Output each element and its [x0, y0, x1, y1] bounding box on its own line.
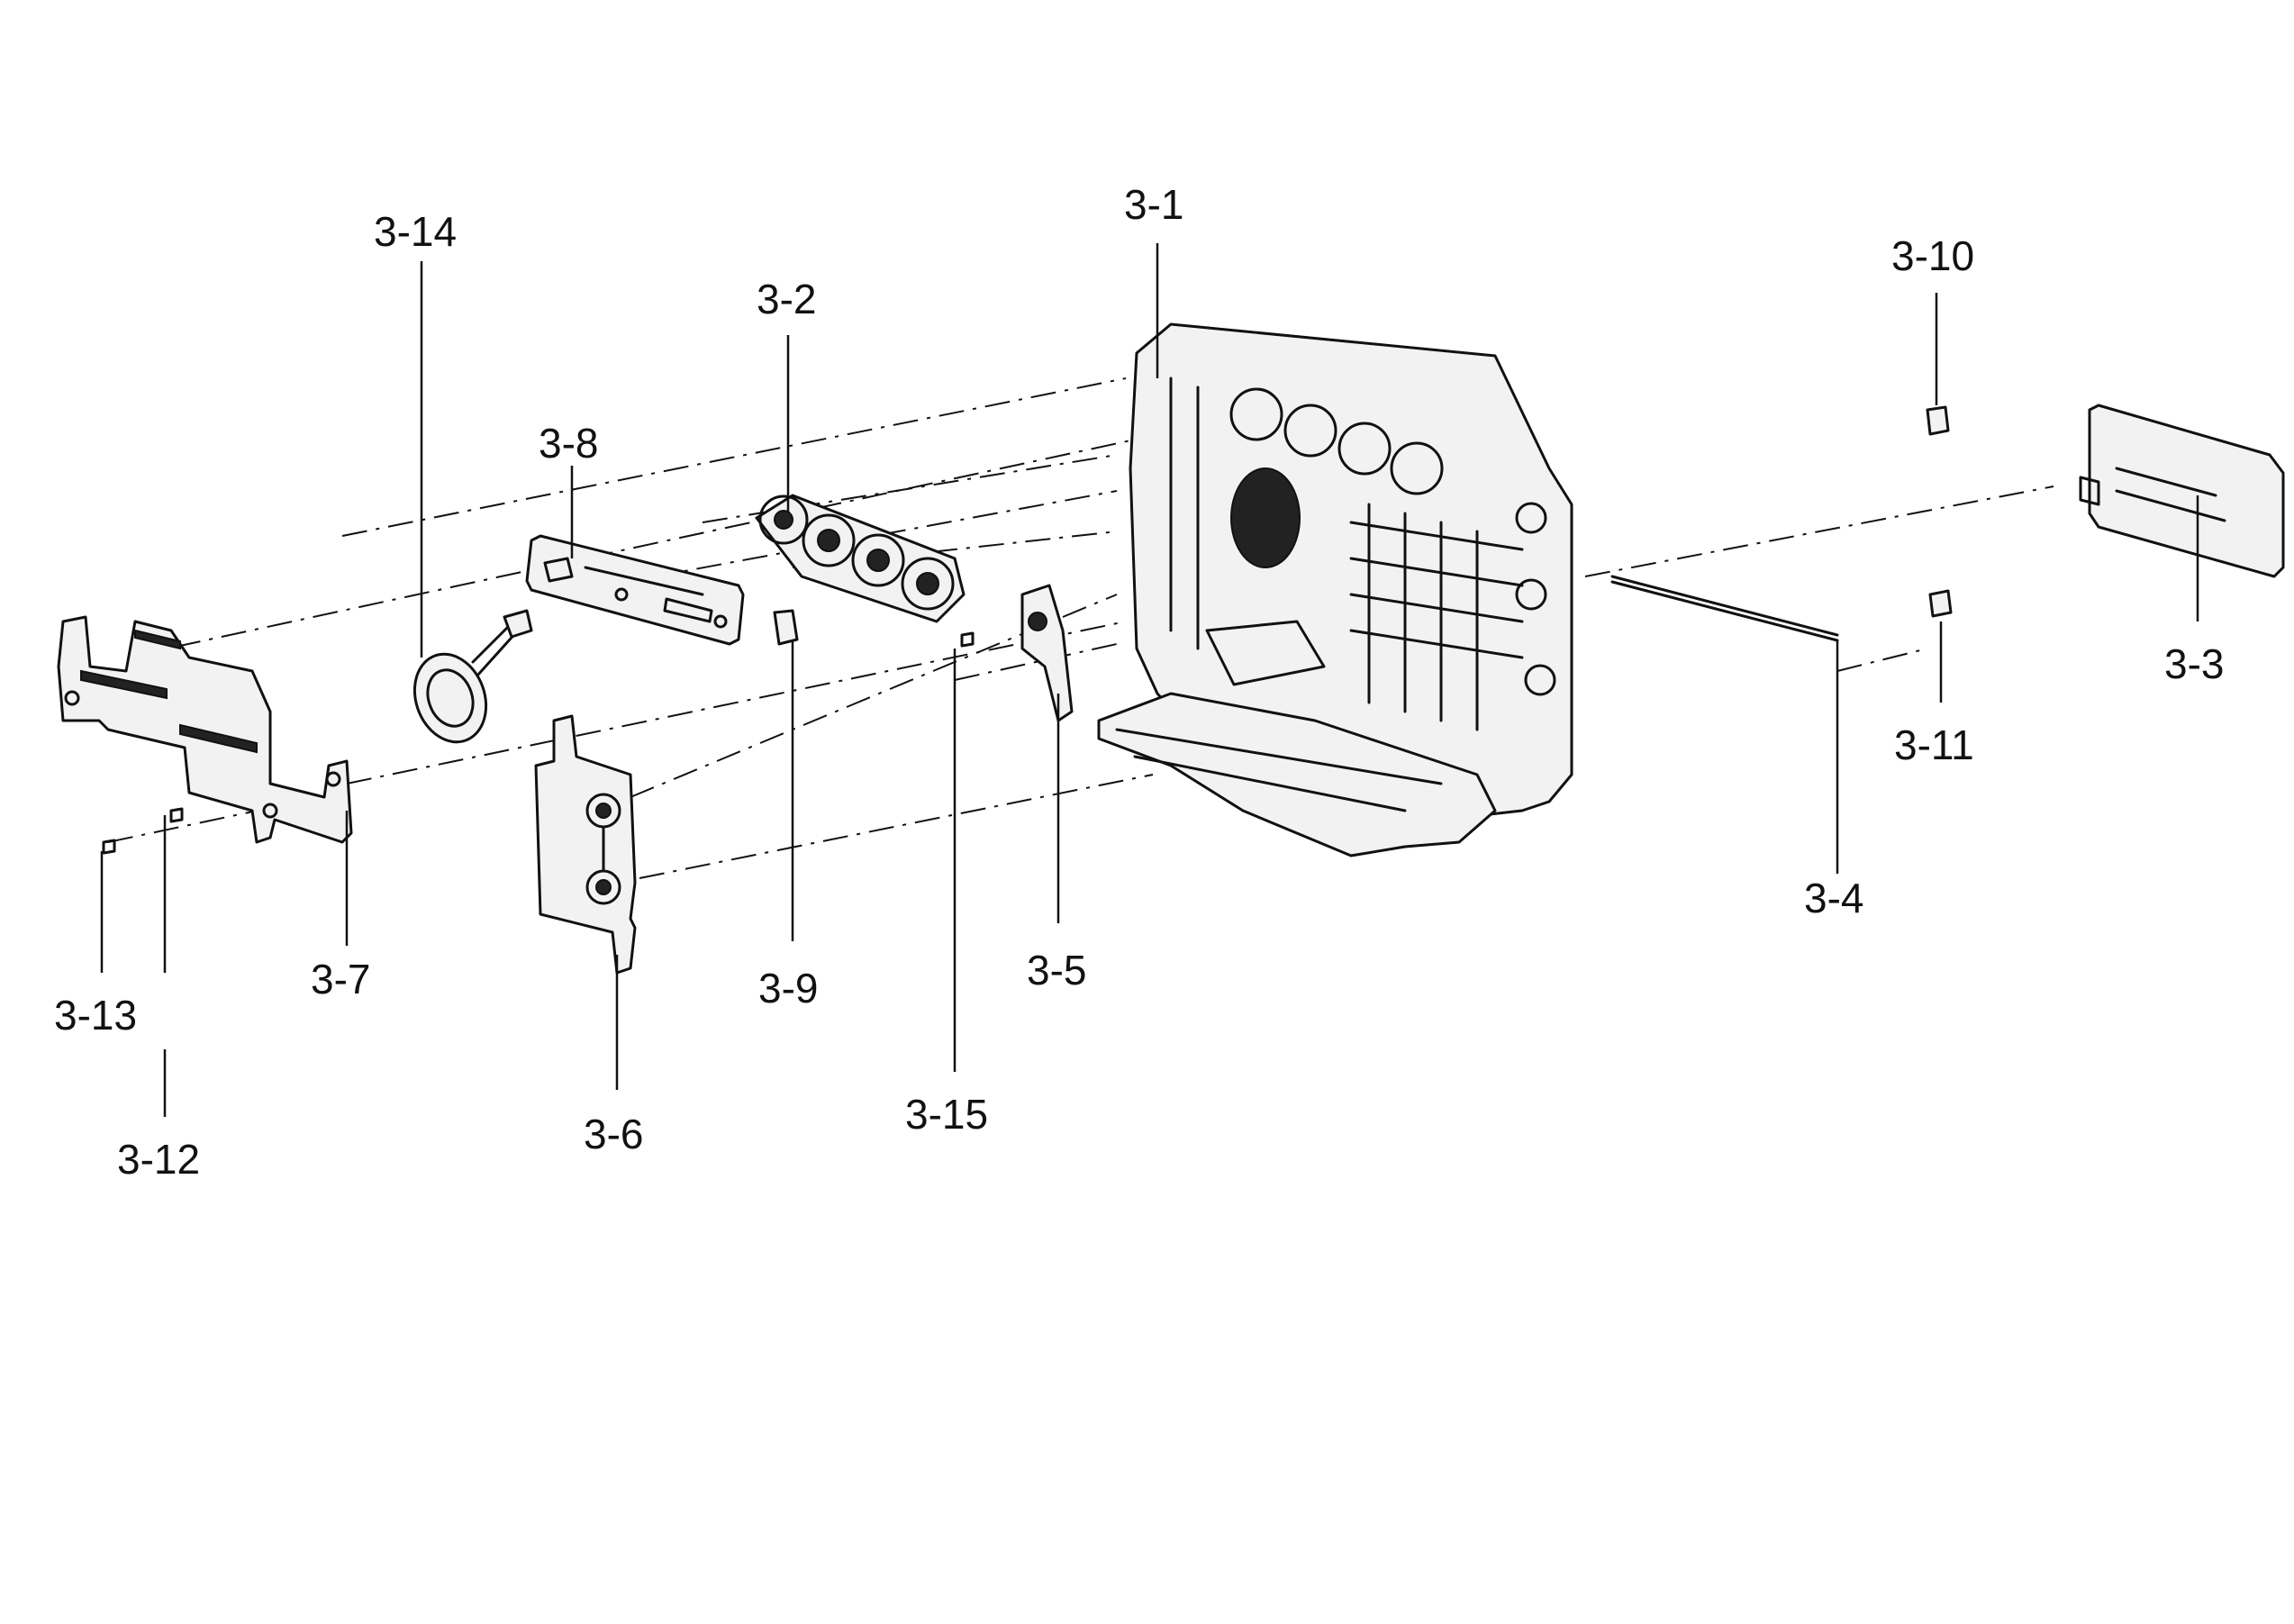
callout-3-9: 3-9 — [758, 965, 818, 1012]
callout-labels: 3-1 3-2 3-3 3-4 3-5 3-6 3-7 3-8 3-9 3-10… — [54, 181, 2224, 1183]
part-3-3-side-cover — [2079, 404, 2285, 578]
callout-3-1: 3-1 — [1124, 181, 1183, 228]
part-3-12-screw — [169, 807, 184, 823]
part-3-15-screw — [960, 631, 975, 648]
part-3-6-plate — [534, 714, 637, 975]
part-3-14-speaker — [413, 609, 533, 744]
callout-3-14: 3-14 — [374, 208, 457, 255]
callout-3-12: 3-12 — [117, 1136, 200, 1183]
callout-3-8: 3-8 — [539, 420, 598, 467]
part-3-7-long-bracket — [57, 615, 353, 844]
callout-3-4: 3-4 — [1804, 875, 1863, 921]
callout-3-13: 3-13 — [54, 992, 137, 1039]
part-3-11-clip — [1928, 589, 1953, 618]
callout-3-5: 3-5 — [1027, 947, 1086, 993]
part-3-1-main-frame — [1097, 322, 1573, 857]
callout-3-10: 3-10 — [1891, 232, 1974, 279]
part-3-10-clip — [1926, 405, 1950, 436]
part-3-9-clip — [773, 609, 799, 646]
callout-3-7: 3-7 — [311, 956, 370, 1003]
part-3-13-screw — [102, 839, 116, 855]
part-3-8-pcb-strip — [525, 534, 745, 646]
assembly-lines — [107, 377, 2054, 879]
callout-3-6: 3-6 — [584, 1111, 643, 1157]
leader-lines — [100, 243, 2199, 1117]
callout-3-11: 3-11 — [1894, 721, 1974, 768]
callout-3-15: 3-15 — [905, 1091, 988, 1138]
callout-3-2: 3-2 — [757, 276, 816, 322]
part-3-5-small-bracket — [1020, 584, 1074, 722]
part-3-2-button-cluster — [755, 494, 966, 623]
callout-3-3: 3-3 — [2164, 640, 2224, 687]
part-3-4-rod — [1610, 575, 1839, 642]
